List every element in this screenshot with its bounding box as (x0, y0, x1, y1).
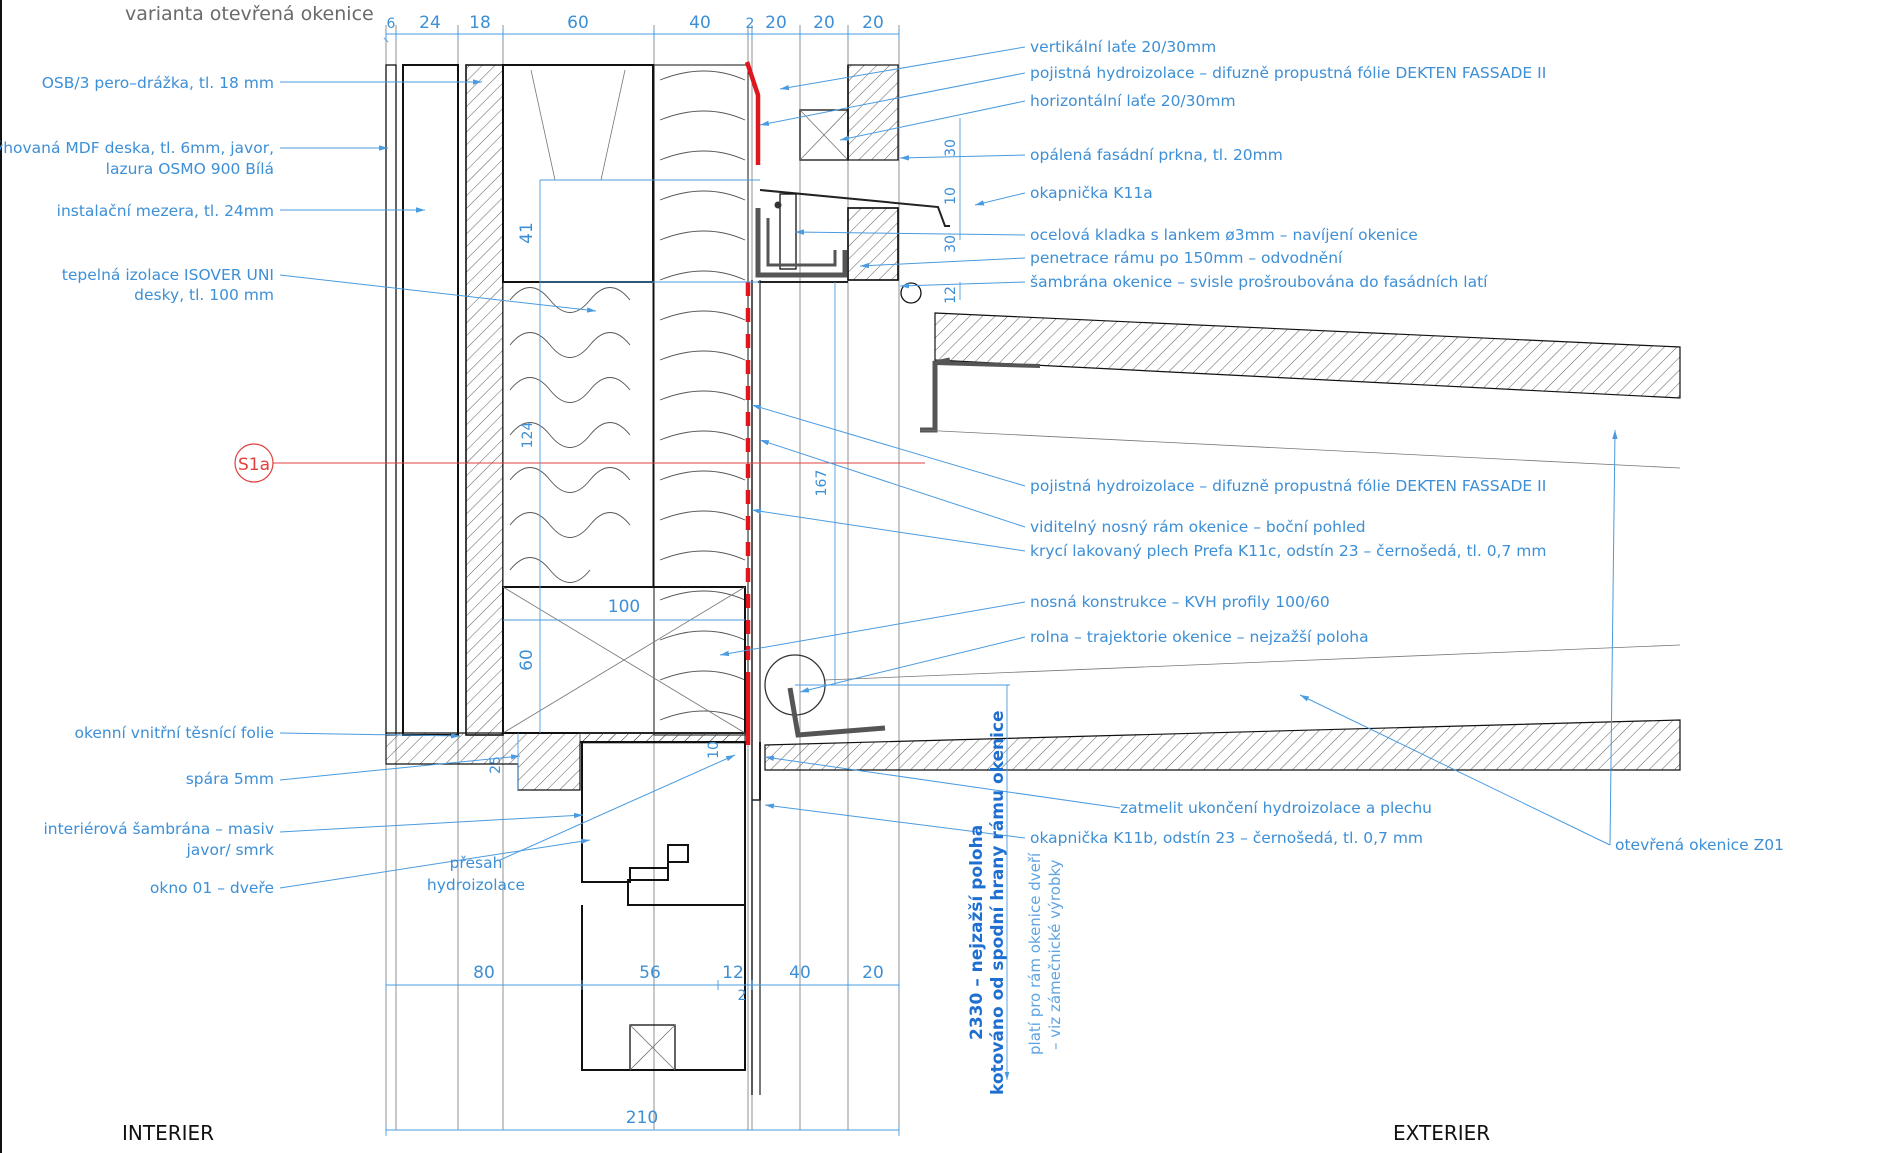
label-facade-boards: opálená fasádní prkna, tl. 20mm (1030, 146, 1283, 164)
dim-top-1: 6 (387, 16, 396, 32)
dim-v-25: 25 (488, 756, 504, 774)
dim-v-124: 124 (520, 422, 536, 449)
label-frame-penetration: penetrace rámu po 150mm – odvodnění (1030, 249, 1343, 267)
shutter-casing-profile (755, 208, 848, 278)
label-architrave-1: interiérová šambrána – masiv (43, 820, 274, 838)
facade-board-top (847, 64, 899, 161)
dim-top-2: 24 (419, 13, 441, 33)
pulley-wheel (774, 201, 782, 209)
dim-v-10a: 10 (943, 187, 959, 205)
roller-pivot (900, 282, 922, 304)
label-hydroinsulation-mid: pojistná hydroizolace – difuzně propustn… (1030, 477, 1546, 495)
open-shutter-lower (764, 719, 1681, 771)
drip-k11a (759, 189, 950, 227)
dim-bottom-3: 12 (722, 963, 744, 983)
window-frame-lower (581, 905, 746, 1071)
label-osb: OSB/3 pero–drážka, tl. 18 mm (42, 74, 274, 92)
dim-v-10b: 10 (706, 741, 722, 759)
label-window-door: okno 01 – dveře (150, 879, 274, 897)
dim-v-12: 12 (943, 286, 959, 304)
label-horizontal-batten: horizontální laťe 20/30mm (1030, 92, 1236, 110)
label-steel-pulley: ocelová kladka s lankem ø3mm – navíjení … (1030, 226, 1418, 244)
right-leaders (719, 46, 1618, 846)
outer-insulation (653, 64, 749, 736)
osb-board (465, 64, 504, 736)
dim-v-167: 167 (814, 470, 830, 497)
label-shutter-casing: šambrána okenice – svisle prošroubována … (1030, 273, 1488, 291)
dim-bottom-4: 2 (738, 988, 747, 1004)
dim-total: 210 (626, 1108, 658, 1128)
insulation-pattern (509, 287, 631, 583)
left-leaders (279, 79, 736, 889)
dim-bottom-2: 56 (639, 963, 661, 983)
label-overlap-2: hydroizolace (427, 876, 525, 894)
note-height-1: 2330 – nejzažší poloha (967, 825, 987, 1040)
outer-insulation-pattern (659, 70, 746, 721)
vertical-dimensions (517, 118, 961, 790)
label-interior: INTERIER (122, 1121, 214, 1145)
dim-v-41: 41 (517, 222, 537, 244)
label-seal-ending: zatmelit ukončení hydroizolace a plechu (1120, 799, 1432, 817)
dim-top-5: 40 (689, 13, 711, 33)
dimension-chain-bottom (385, 980, 900, 1136)
label-insulation-1: tepelná izolace ISOVER UNI (62, 266, 274, 284)
dim-top-7: 20 (765, 13, 787, 33)
window-frame-profile (580, 741, 746, 906)
mdf-lining (385, 64, 397, 736)
open-shutter-upper (934, 312, 1681, 399)
label-drip-k11a: okapnička K11a (1030, 184, 1153, 202)
label-roller-trajectory: rolna – trajektorie okenice – nejzažší p… (1030, 628, 1369, 646)
label-mdf-1: dýhovaná MDF deska, tl. 6mm, javor, (0, 139, 274, 157)
label-mdf-2: lazura OSMO 900 Bílá (106, 160, 274, 178)
note-valid-1: platí pro rám okenice dveří (1026, 852, 1044, 1055)
glazing-bead (629, 1024, 676, 1071)
shutter-trim-upper (920, 357, 951, 433)
note-height-2: kotováno od spodní hrany rámu okenice (988, 710, 1008, 1095)
label-hydroinsulation-top: pojistná hydroizolace – difuzně propustn… (1030, 64, 1546, 82)
label-architrave-2: javor/ smrk (185, 841, 274, 859)
dim-top-3: 18 (469, 13, 491, 33)
dim-top-8: 20 (813, 13, 835, 33)
label-exterior: EXTERIER (1393, 1121, 1490, 1145)
label-vertical-batten: vertikální laťe 20/30mm (1030, 38, 1216, 56)
dim-top-9: 20 (862, 13, 884, 33)
dim-v-60: 60 (517, 649, 537, 671)
kvh-stud-top (502, 64, 654, 283)
dimension-chain-top (383, 30, 900, 43)
note-valid-2: – viz zámečnické výrobky (1046, 859, 1064, 1050)
label-open-shutter: otevřená okenice Z01 (1615, 836, 1784, 854)
dim-bottom-1: 80 (473, 963, 495, 983)
section-mark-label: S1a (238, 455, 270, 475)
section-marker (234, 443, 274, 483)
dim-top-4: 60 (567, 13, 589, 33)
dim-v-30b: 30 (943, 235, 959, 253)
label-cover-sheet: krycí lakovaný plech Prefa K11c, odstín … (1030, 542, 1546, 560)
label-gap: spára 5mm (186, 770, 274, 788)
dim-top-6: 2 (746, 16, 755, 32)
label-insulation-2: desky, tl. 100 mm (134, 286, 274, 304)
shutter-frame-rails (751, 280, 761, 1095)
facade-board-lower (847, 207, 899, 281)
label-load-structure: nosná konstrukce – KVH profily 100/60 (1030, 593, 1330, 611)
drawing-title: varianta otevřená okenice (125, 3, 374, 25)
label-visible-frame: viditelný nosný rám okenice – boční pohl… (1030, 518, 1366, 536)
label-overlap-1: přesah (450, 854, 503, 872)
label-window-foil: okenní vnitřní těsnící folie (74, 724, 274, 742)
dim-beam-width: 100 (608, 597, 640, 617)
hydroinsulation-top (744, 61, 761, 165)
shutter-trajectory-line (919, 429, 1681, 469)
dim-v-30a: 30 (943, 139, 959, 157)
label-drip-k11b: okapnička K11b, odstín 23 – černošedá, t… (1030, 829, 1423, 847)
steel-pulley (779, 193, 797, 270)
dim-bottom-6: 20 (862, 963, 884, 983)
installation-gap (402, 64, 459, 736)
label-installation-gap: instalační mezera, tl. 24mm (57, 202, 274, 220)
dim-bottom-5: 40 (789, 963, 811, 983)
drip-k11b (787, 687, 886, 738)
